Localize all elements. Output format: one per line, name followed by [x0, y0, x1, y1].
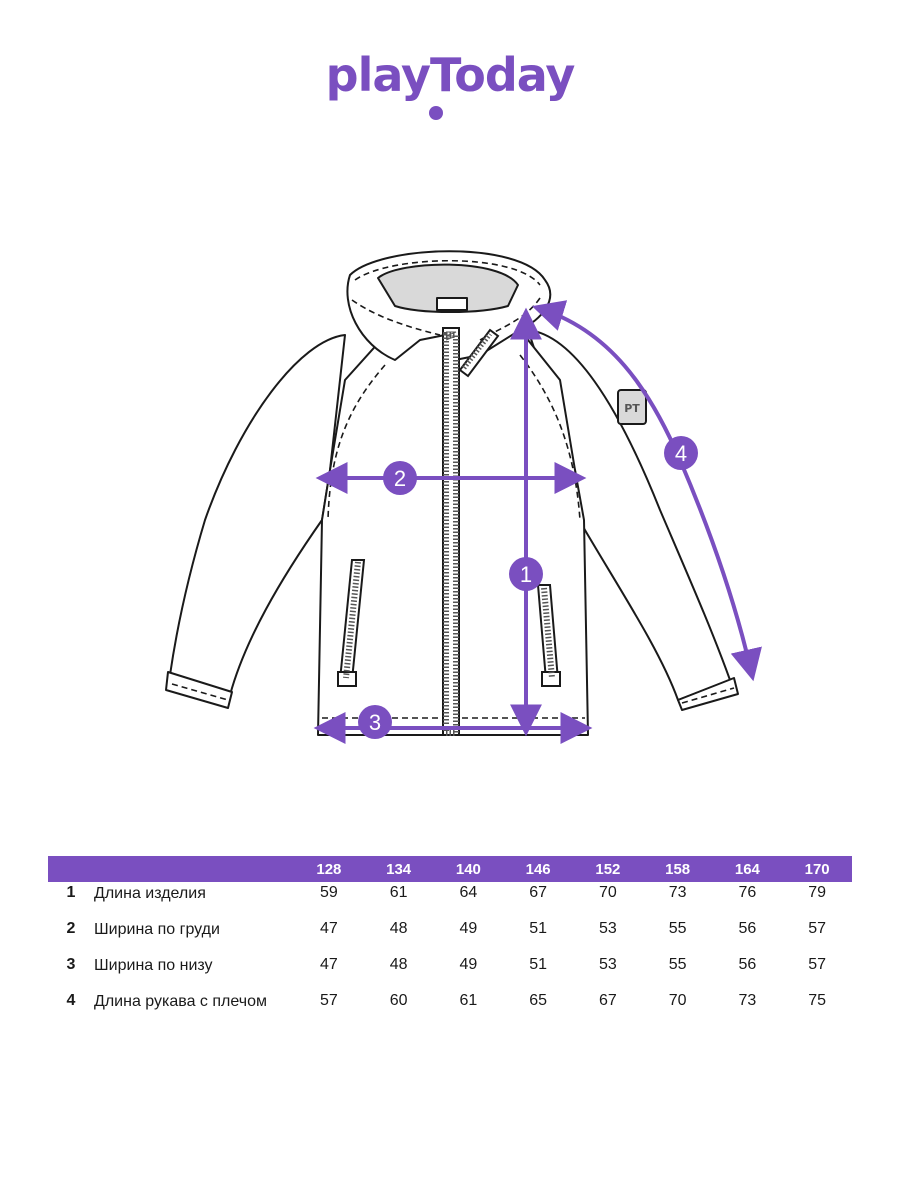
row-label: Длина изделия	[94, 885, 206, 902]
marker-3-label: 3	[369, 710, 381, 735]
table-cell: 60	[389, 992, 408, 1009]
table-cell: 59	[319, 884, 338, 901]
size-header: 152	[595, 860, 621, 878]
table-cell: 53	[598, 956, 617, 973]
table-cell: 48	[389, 956, 408, 973]
table-cell: 48	[389, 920, 408, 937]
brand-logo-dot	[429, 106, 443, 120]
size-header: 134	[386, 860, 412, 878]
table-cell: 57	[808, 956, 827, 973]
size-header: 158	[665, 860, 691, 878]
table-cell: 51	[529, 956, 548, 973]
marker-3: 3	[358, 705, 392, 739]
brand-logo: playToday	[325, 48, 576, 102]
table-cell: 55	[668, 920, 687, 937]
center-zipper	[442, 327, 460, 736]
table-cell: 79	[808, 884, 827, 901]
table-cell: 73	[668, 884, 687, 901]
table-cell: 57	[319, 992, 338, 1009]
table-cell: 70	[598, 884, 617, 901]
table-cell: 65	[529, 992, 548, 1009]
table-cell: 49	[459, 920, 478, 937]
row-number: 3	[66, 956, 76, 973]
size-header: 170	[804, 860, 830, 878]
marker-1: 1	[509, 557, 543, 591]
size-table: 128 134 140 146 152 158 164 170 1 Длина …	[48, 856, 852, 1026]
table-cell: 64	[459, 884, 478, 901]
table-cell: 55	[668, 956, 687, 973]
table-row: 2 Ширина по груди 47 48 49 51 53 55 56 5…	[48, 918, 852, 954]
row-label: Длина рукава с плечом	[94, 993, 267, 1010]
marker-1-label: 1	[520, 562, 532, 587]
table-row: 3 Ширина по низу 47 48 49 51 53 55 56 57	[48, 954, 852, 990]
table-cell: 57	[808, 920, 827, 937]
table-row: 1 Длина изделия 59 61 64 67 70 73 76 79	[48, 882, 852, 918]
marker-4: 4	[664, 436, 698, 470]
table-cell: 70	[668, 992, 687, 1009]
header-spacer	[48, 856, 94, 882]
table-cell: 56	[738, 956, 757, 973]
table-cell: 51	[529, 920, 548, 937]
row-label: Ширина по низу	[94, 957, 213, 974]
marker-4-label: 4	[675, 441, 687, 466]
header-spacer	[94, 856, 294, 882]
table-cell: 75	[808, 992, 827, 1009]
marker-2-label: 2	[394, 466, 406, 491]
row-label: Ширина по груди	[94, 921, 220, 938]
table-cell: 53	[598, 920, 617, 937]
row-number: 1	[66, 884, 76, 901]
size-header: 146	[525, 860, 551, 878]
size-header: 128	[316, 860, 342, 878]
table-cell: 61	[389, 884, 408, 901]
table-cell: 67	[598, 992, 617, 1009]
table-cell: 61	[459, 992, 478, 1009]
size-header: 140	[455, 860, 481, 878]
table-cell: 56	[738, 920, 757, 937]
jacket-diagram: PT 1 2 3 4	[165, 250, 762, 744]
table-cell: 67	[529, 884, 548, 901]
size-header: 164	[734, 860, 760, 878]
table-cell: 49	[459, 956, 478, 973]
row-number: 4	[66, 992, 76, 1009]
table-cell: 47	[319, 956, 338, 973]
size-header-row: 128 134 140 146 152 158 164 170	[48, 856, 852, 882]
table-cell: 47	[319, 920, 338, 937]
sleeve-patch-label: PT	[624, 402, 640, 415]
table-row: 4 Длина рукава с плечом 57 60 61 65 67 7…	[48, 990, 852, 1026]
table-cell: 73	[738, 992, 757, 1009]
row-number: 2	[66, 920, 76, 937]
table-cell: 76	[738, 884, 757, 901]
marker-2: 2	[383, 461, 417, 495]
